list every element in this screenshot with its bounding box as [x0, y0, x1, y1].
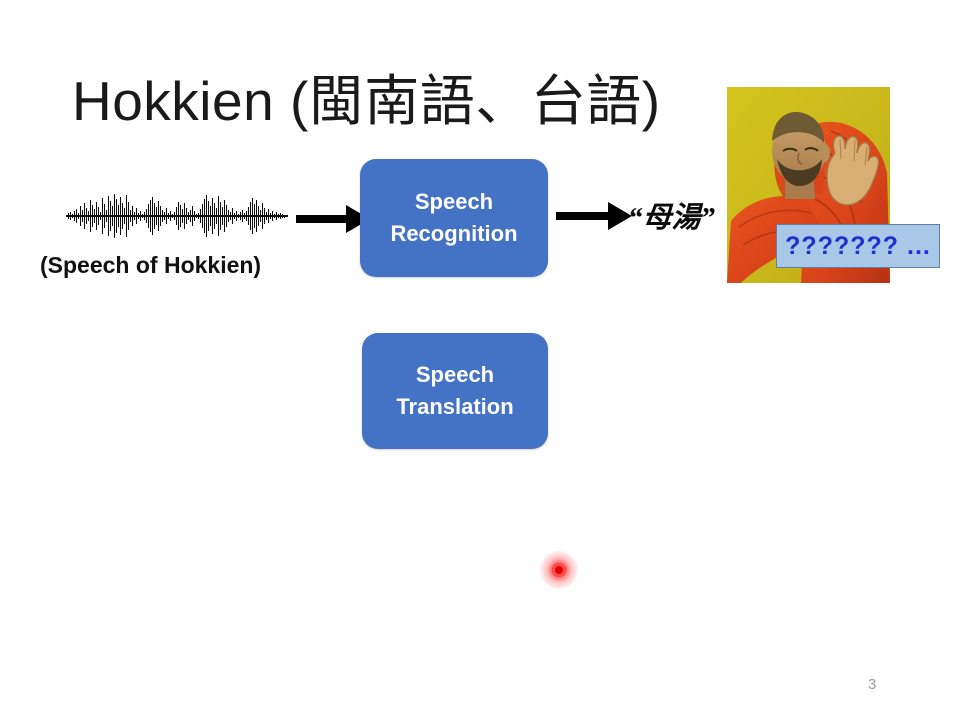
- speech-recognition-line2: Recognition: [390, 221, 518, 246]
- confusion-callout: ??????? ...: [776, 224, 940, 268]
- page-number: 3: [868, 676, 877, 693]
- speech-recognition-line1: Speech: [414, 189, 494, 215]
- laser-pointer-dot: [540, 551, 578, 589]
- speech-translation-line1: Speech: [415, 362, 495, 388]
- speech-translation-box[interactable]: Speech Translation: [362, 333, 548, 449]
- page-title: Hokkien (閩南語、台語): [72, 70, 661, 132]
- arrow-right-icon-2: [556, 199, 632, 233]
- speech-input-caption: (Speech of Hokkien): [40, 252, 262, 278]
- speech-translation-line2: Translation: [396, 394, 514, 419]
- arrow-right-icon-1: [296, 202, 370, 236]
- recognized-text-output: “母湯”: [628, 202, 716, 234]
- laser-pointer-core: [552, 563, 566, 577]
- audio-waveform-icon: [66, 192, 288, 240]
- speech-recognition-box[interactable]: Speech Recognition: [360, 159, 548, 277]
